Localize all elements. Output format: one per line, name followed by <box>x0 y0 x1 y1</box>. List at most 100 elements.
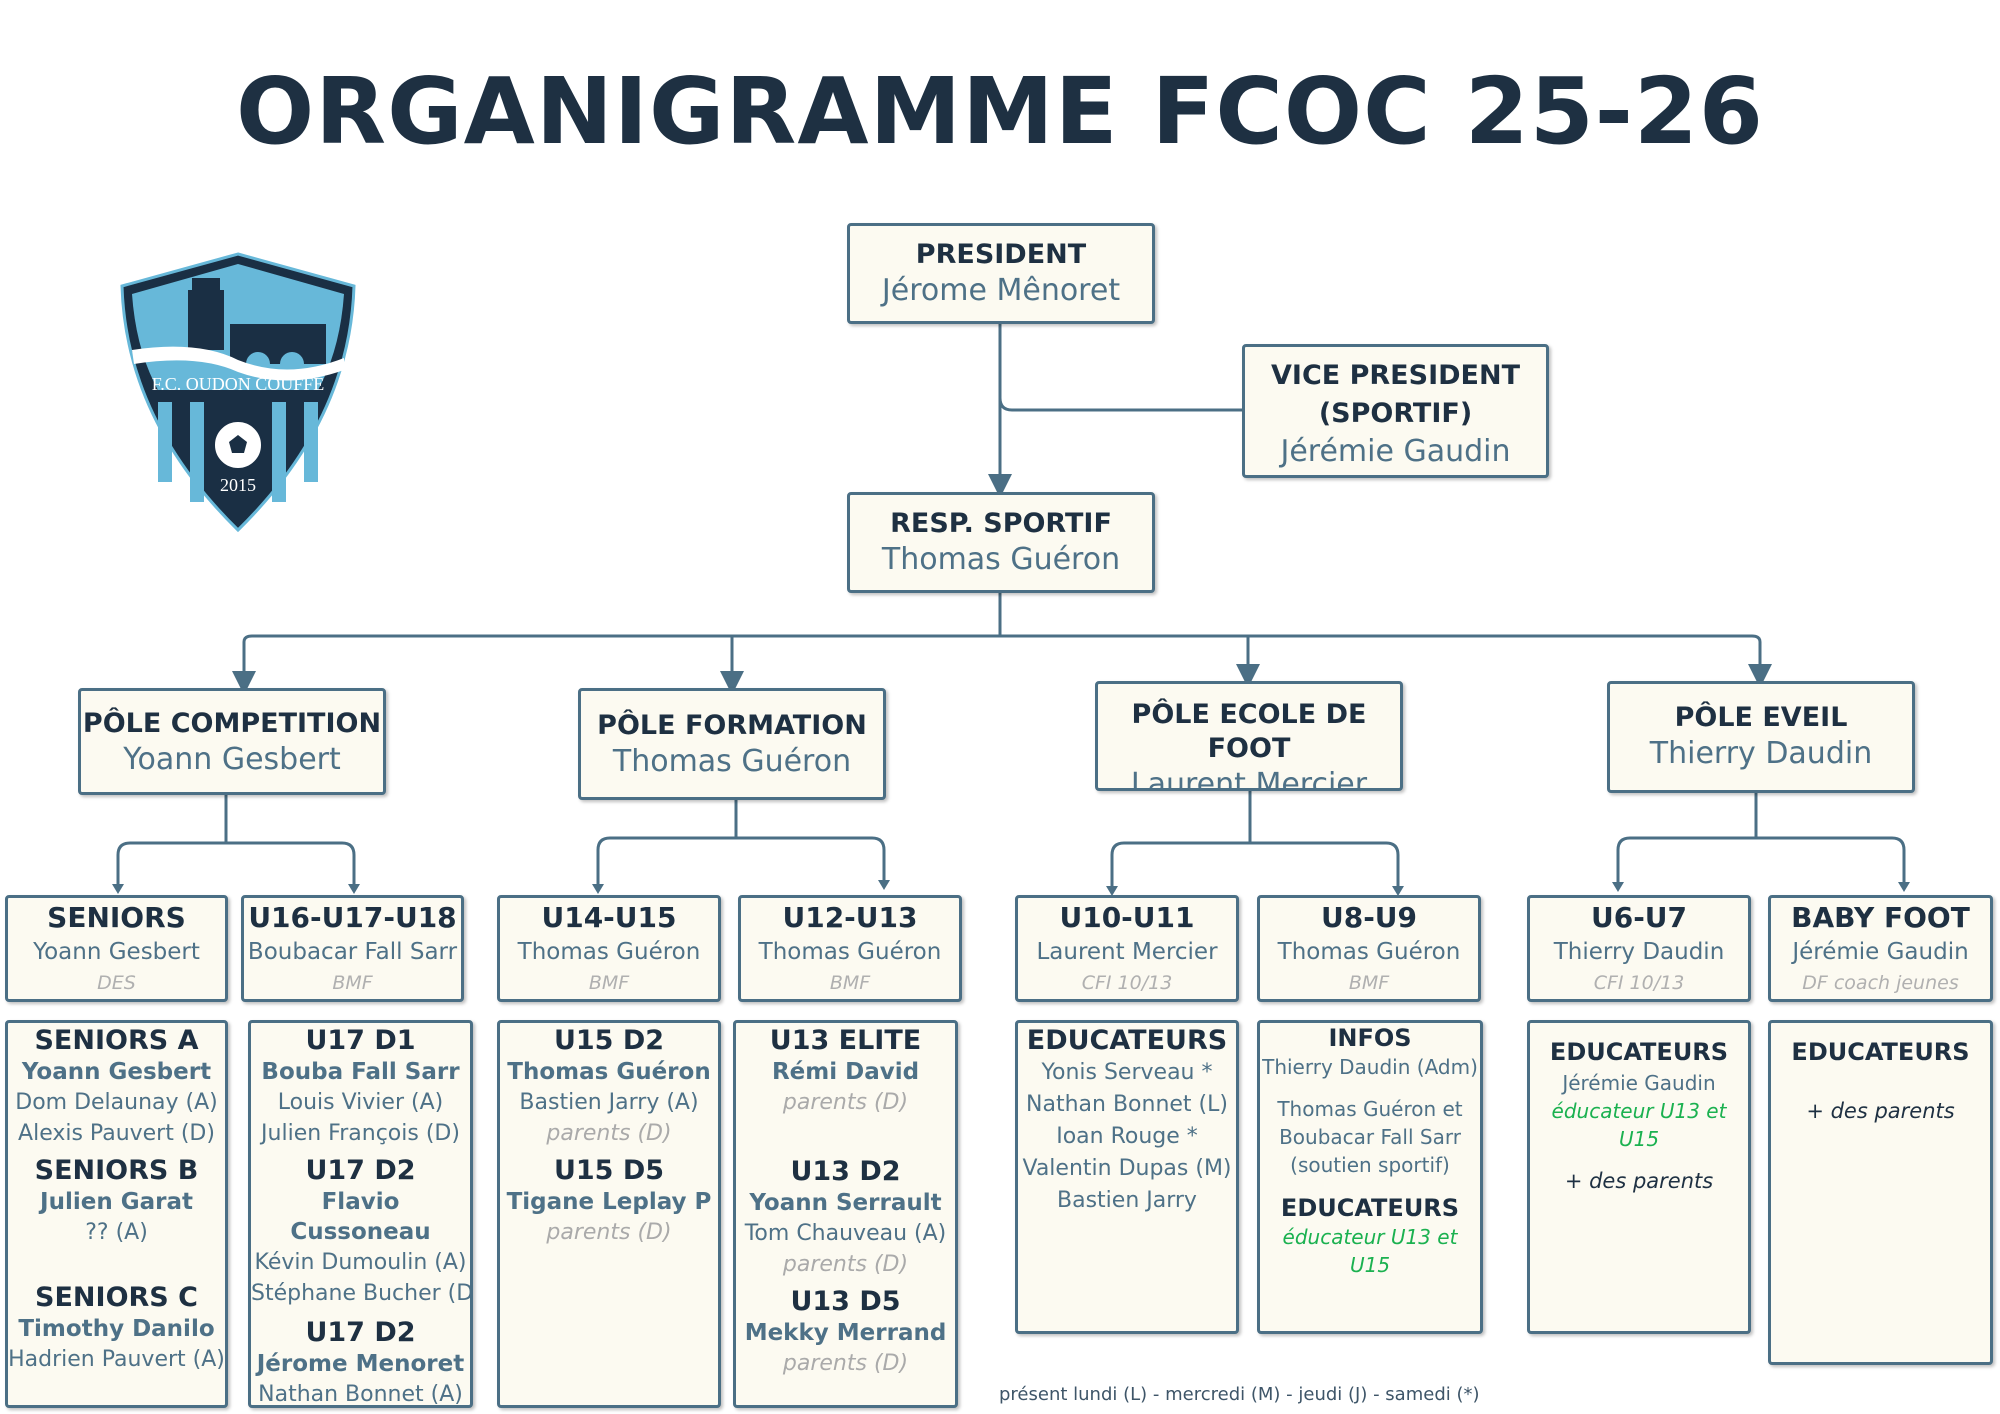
pole-name: Yoann Gesbert <box>123 742 341 777</box>
team-coach: Jérémie Gaudin <box>1792 939 1969 965</box>
detail-team: U15 D2 <box>553 1025 665 1056</box>
detail-parents: parents (D) <box>546 1220 672 1245</box>
pole-title: PÔLE EVEIL <box>1674 702 1848 733</box>
detail-assistant: Nathan Bonnet (A) <box>258 1382 463 1407</box>
detail-parents: parents (D) <box>782 1090 909 1115</box>
team-title: U14-U15 <box>541 901 677 934</box>
detail-educator: Ioan Rouge * <box>1056 1124 1198 1149</box>
detail-assistant: ?? (A) <box>85 1220 148 1245</box>
detail-team: U13 D5 <box>790 1286 901 1317</box>
team-box-u16-u18: U16-U17-U18 Boubacar Fall Sarr BMF <box>241 895 464 1002</box>
vice-president-title-line1: VICE PRESIDENT <box>1271 360 1520 391</box>
detail-head: EDUCATEURS <box>1026 1025 1228 1056</box>
vice-president-name: Jérémie Gaudin <box>1280 434 1511 469</box>
team-box-seniors: SENIORS Yoann Gesbert DES <box>5 895 228 1002</box>
team-diploma: DES <box>97 972 136 994</box>
detail-box-u17: U17 D1 Bouba Fall Sarr Louis Vivier (A) … <box>248 1020 473 1408</box>
detail-parents: parents (D) <box>546 1121 672 1146</box>
team-diploma: BMF <box>829 972 871 994</box>
detail-coach: Mekky Merrand <box>744 1320 947 1346</box>
team-title: U6-U7 <box>1590 901 1688 934</box>
team-title: U16-U17-U18 <box>248 901 457 934</box>
detail-box-u13: U13 ELITE Rémi David parents (D) U13 D2 … <box>733 1020 958 1408</box>
detail-head: EDUCATEURS <box>1549 1038 1729 1066</box>
pole-formation-box: PÔLE FORMATION Thomas Guéron <box>578 688 886 800</box>
team-coach: Yoann Gesbert <box>33 939 200 965</box>
detail-coach: Yoann Gesbert <box>21 1059 212 1085</box>
detail-coach: Rémi David <box>771 1059 920 1085</box>
president-box: PRESIDENT Jérome Mênoret <box>847 223 1155 324</box>
detail-assistant: Kévin Dumoulin (A) <box>254 1250 467 1275</box>
detail-team: U17 D2 <box>305 1317 416 1348</box>
detail-team: U17 D1 <box>305 1025 416 1056</box>
team-diploma: BMF <box>332 972 373 994</box>
team-coach: Thomas Guéron <box>758 939 942 965</box>
team-box-baby-foot: BABY FOOT Jérémie Gaudin DF coach jeunes <box>1768 895 1993 1002</box>
team-title: BABY FOOT <box>1791 901 1970 934</box>
team-diploma: DF coach jeunes <box>1802 972 1959 994</box>
attendance-legend: présent lundi (L) - mercredi (M) - jeudi… <box>999 1384 1480 1405</box>
detail-parents: parents (D) <box>782 1351 909 1376</box>
detail-team: SENIORS B <box>34 1155 199 1186</box>
team-coach: Boubacar Fall Sarr <box>247 939 458 965</box>
pole-eveil-box: PÔLE EVEIL Thierry Daudin <box>1607 681 1915 793</box>
detail-info: (soutien sportif) <box>1290 1153 1450 1177</box>
detail-assistant: Hadrien Pauvert (A) <box>8 1347 225 1372</box>
team-coach: Thomas Guéron <box>1277 939 1461 965</box>
resp-sportif-title: RESP. SPORTIF <box>890 508 1112 539</box>
pole-ecole-de-foot-box: PÔLE ECOLE DE FOOT Laurent Mercier <box>1095 681 1403 791</box>
pole-title: PÔLE COMPETITION <box>82 708 382 739</box>
resp-sportif-name: Thomas Guéron <box>881 542 1121 577</box>
detail-educator: Bastien Jarry <box>1057 1188 1197 1213</box>
pole-competition-box: PÔLE COMPETITION Yoann Gesbert <box>78 688 386 795</box>
detail-team: U15 D5 <box>553 1155 665 1186</box>
vice-president-box: VICE PRESIDENT (SPORTIF) Jérémie Gaudin <box>1242 344 1549 478</box>
detail-box-baby-foot: EDUCATEURS + des parents <box>1768 1020 1993 1365</box>
detail-coach: Tigane Leplay P <box>506 1189 712 1215</box>
detail-assistant: Tom Chauveau (A) <box>744 1221 947 1246</box>
detail-assistant: Dom Delaunay (A) <box>15 1090 218 1115</box>
detail-box-u15: U15 D2 Thomas Guéron Bastien Jarry (A) p… <box>497 1020 721 1408</box>
detail-head: EDUCATEURS <box>1280 1194 1460 1222</box>
team-box-u8-u9: U8-U9 Thomas Guéron BMF <box>1257 895 1481 1002</box>
team-diploma: BMF <box>588 972 630 994</box>
team-coach: Thierry Daudin <box>1553 939 1725 965</box>
detail-coach: Timothy Danilo <box>18 1316 215 1342</box>
detail-box-u11: EDUCATEURS Yonis Serveau * Nathan Bonnet… <box>1015 1020 1239 1334</box>
logo-club-name: F.C. OUDON COUFFÉ <box>152 373 325 394</box>
team-coach: Thomas Guéron <box>517 939 701 965</box>
team-diploma: BMF <box>1348 972 1390 994</box>
detail-team: SENIORS C <box>35 1282 198 1313</box>
team-title: U12-U13 <box>782 901 918 934</box>
pole-name: Laurent Mercier <box>1130 767 1368 791</box>
team-box-u6-u7: U6-U7 Thierry Daudin CFI 10/13 <box>1527 895 1751 1002</box>
detail-green-note: éducateur U13 et U15 <box>1551 1099 1727 1151</box>
detail-coach: Yoann Serrault <box>749 1190 942 1216</box>
logo-year: 2015 <box>220 475 256 495</box>
team-title: SENIORS <box>47 901 186 934</box>
detail-coach: Bouba Fall Sarr <box>261 1059 460 1085</box>
president-title: PRESIDENT <box>915 239 1087 270</box>
detail-coach: Thomas Guéron <box>507 1059 711 1085</box>
detail-assistant: Bastien Jarry (A) <box>519 1090 699 1115</box>
team-title: U10-U11 <box>1059 901 1195 934</box>
detail-coach: Julien Garat <box>40 1189 193 1215</box>
detail-parents: parents (D) <box>782 1252 909 1277</box>
detail-parents-note: + des parents <box>1806 1099 1955 1123</box>
club-logo: F.C. OUDON COUFFÉ 2015 <box>120 252 356 533</box>
detail-info: Thierry Daudin (Adm) <box>1262 1055 1478 1079</box>
detail-coach: Jérome Menoret <box>256 1351 465 1377</box>
detail-team: U13 ELITE <box>769 1025 922 1056</box>
page-title: ORGANIGRAMME FCOC 25-26 <box>236 58 1764 165</box>
resp-sportif-box: RESP. SPORTIF Thomas Guéron <box>847 492 1155 593</box>
detail-educator: Yonis Serveau * <box>1041 1060 1213 1085</box>
team-diploma: CFI 10/13 <box>1081 972 1173 994</box>
detail-green-note: éducateur U13 et U15 <box>1282 1225 1458 1277</box>
detail-head: INFOS <box>1328 1024 1412 1052</box>
detail-coach: Flavio Cussoneau <box>290 1189 431 1245</box>
team-box-u12-u13: U12-U13 Thomas Guéron BMF <box>738 895 962 1002</box>
team-box-u14-u15: U14-U15 Thomas Guéron BMF <box>497 895 721 1002</box>
detail-educator: Valentin Dupas (M) <box>1022 1156 1232 1181</box>
pole-name: Thomas Guéron <box>612 744 852 779</box>
